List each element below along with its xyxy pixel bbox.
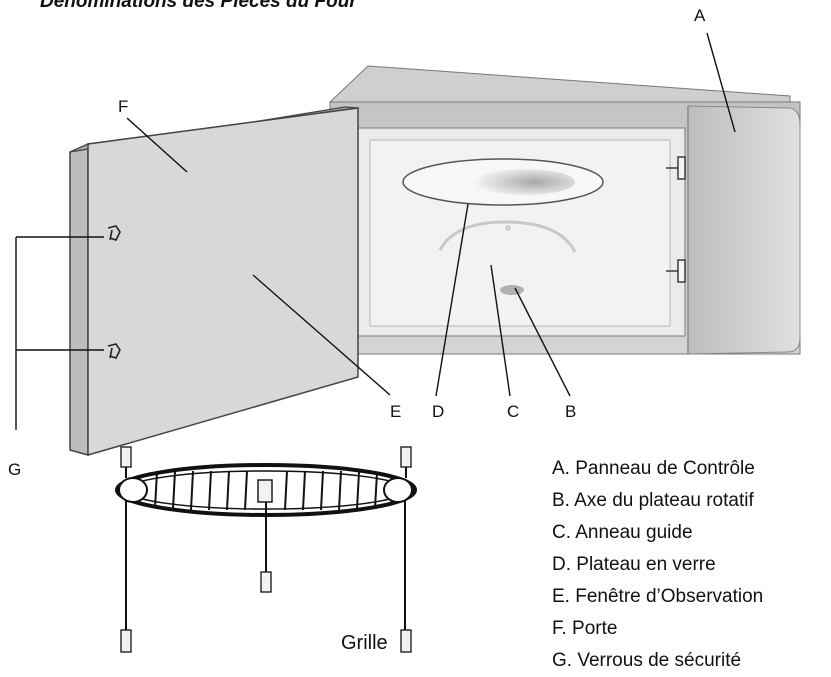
callout-g: G [8, 460, 21, 479]
page-title: Dénominations des Pièces du Four [40, 0, 357, 12]
legend-item-d: D. Plateau en verre [552, 554, 716, 575]
safety-latches [107, 225, 121, 359]
legend-item-a: A. Panneau de Contrôle [552, 458, 755, 479]
legend-item-b: B. Axe du plateau rotatif [552, 490, 754, 511]
oven-door [69, 106, 359, 456]
latch-receivers [666, 156, 686, 283]
leader-lines [15, 32, 736, 430]
control-panel [687, 105, 801, 355]
grille-label: Grille [341, 632, 388, 654]
legend-item-f: F. Porte [552, 618, 618, 639]
callout-d: D [432, 402, 444, 421]
legend-item-g: G. Verrous de sécurité [552, 650, 742, 671]
microwave-diagram: A B C D E F G [8, 6, 801, 654]
grille-rack [115, 446, 417, 653]
callout-e: E [390, 402, 401, 421]
callout-f: F [118, 97, 128, 116]
turntable-parts [402, 158, 604, 295]
callout-a: A [694, 6, 706, 25]
callout-b: B [565, 402, 576, 421]
legend-item-c: C. Anneau guide [552, 522, 693, 543]
legend-item-e: E. Fenêtre d’Observation [552, 586, 764, 607]
callout-c: C [507, 402, 519, 421]
parts-legend: A. Panneau de Contrôle B. Axe du plateau… [552, 453, 763, 677]
